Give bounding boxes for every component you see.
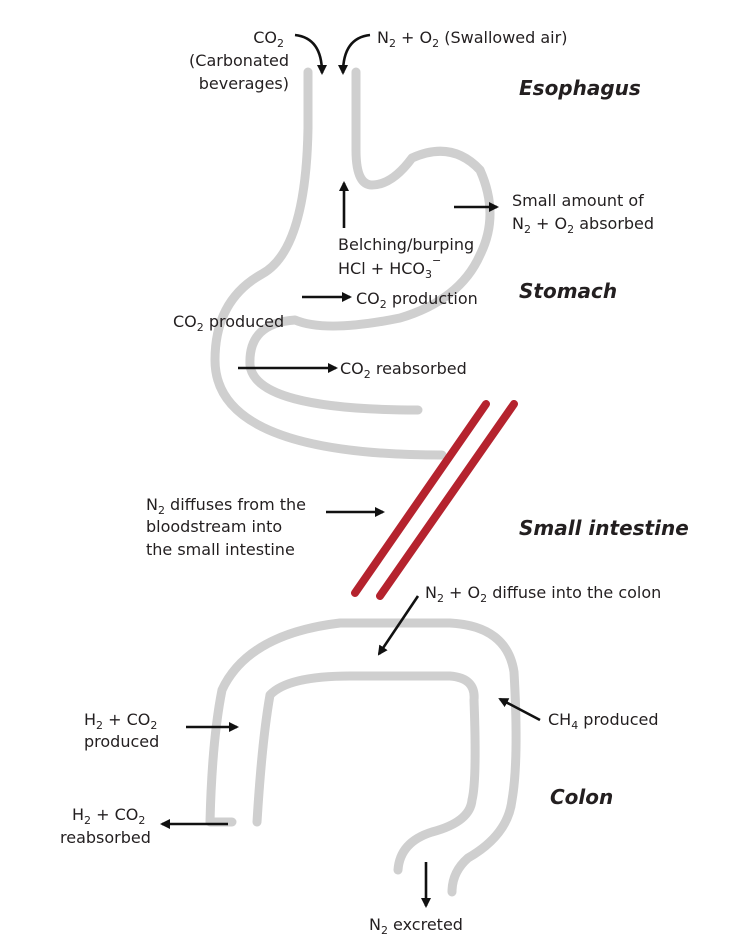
svg-text:N2 diffuses from the: N2 diffuses from the (146, 495, 306, 517)
esophagus-title: Esophagus (519, 76, 641, 100)
svg-text:CH4 produced: CH4 produced (548, 710, 659, 732)
h2co2-produced-label: H2 + CO2 produced (84, 710, 159, 751)
colon-outer-wall (205, 618, 521, 897)
n2-excreted-label: N2 excreted (369, 915, 463, 937)
svg-text:CO2 reabsorbed: CO2 reabsorbed (340, 359, 467, 381)
svg-text:N2 + O2 (Swallowed air): N2 + O2 (Swallowed air) (377, 28, 567, 50)
small-intestine-title: Small intestine (519, 516, 689, 540)
svg-text:N2 + O2 diffuse into the colon: N2 + O2 diffuse into the colon (425, 583, 661, 605)
svg-text:H2 + CO2: H2 + CO2 (84, 710, 157, 732)
n2o2-colon-arrow (377, 595, 420, 656)
stomach-inner-wall (245, 67, 495, 415)
svg-text:CO2 produced: CO2 produced (173, 312, 284, 334)
belching-label: Belching/burping (338, 235, 474, 254)
swallowed-air-label: N2 + O2 (Swallowed air) (377, 28, 567, 50)
n2o2-colon-label: N2 + O2 diffuse into the colon (425, 583, 661, 605)
ch4-produced-arrow (498, 697, 541, 722)
svg-text:reabsorbed: reabsorbed (60, 828, 151, 847)
co2-production-label: CO2 production (356, 289, 478, 311)
co2-produced-label: CO2 produced (173, 312, 284, 334)
svg-text:(Carbonated: (Carbonated (189, 51, 289, 70)
colon-inner-wall (252, 671, 480, 875)
colon-title: Colon (550, 785, 613, 809)
small-absorbed-label: Small amount of N2 + O2 absorbed (512, 191, 654, 236)
n2-diffuses-label: N2 diffuses from the bloodstream into th… (146, 495, 306, 559)
svg-text:HCl + HCO3−: HCl + HCO3− (338, 254, 441, 281)
svg-text:CO2: CO2 (253, 28, 284, 50)
h2co2-reabsorbed-label: H2 + CO2 reabsorbed (60, 805, 151, 847)
svg-text:beverages): beverages) (199, 74, 289, 93)
svg-text:CO2 production: CO2 production (356, 289, 478, 311)
small-intestine-line-left (351, 400, 490, 597)
small-intestine-line-right (376, 400, 518, 600)
ch4-produced-label: CH4 produced (548, 710, 659, 732)
stomach-title: Stomach (519, 279, 617, 303)
stomach-outer-wall (210, 67, 447, 460)
co2-intake-arrow (294, 33, 327, 75)
svg-text:H2 + CO2: H2 + CO2 (72, 805, 145, 827)
co2-carbonated-label: CO2 (Carbonated beverages) (189, 28, 289, 93)
svg-text:N2 excreted: N2 excreted (369, 915, 463, 937)
svg-text:the small intestine: the small intestine (146, 540, 295, 559)
svg-text:bloodstream into: bloodstream into (146, 517, 282, 536)
co2-reabsorbed-label: CO2 reabsorbed (340, 359, 467, 381)
svg-text:produced: produced (84, 732, 159, 751)
svg-text:Small amount of: Small amount of (512, 191, 644, 210)
swallowed-air-arrow (338, 33, 371, 75)
svg-text:N2 + O2 absorbed: N2 + O2 absorbed (512, 214, 654, 236)
hcl-hco3-label: HCl + HCO3− (338, 254, 441, 281)
